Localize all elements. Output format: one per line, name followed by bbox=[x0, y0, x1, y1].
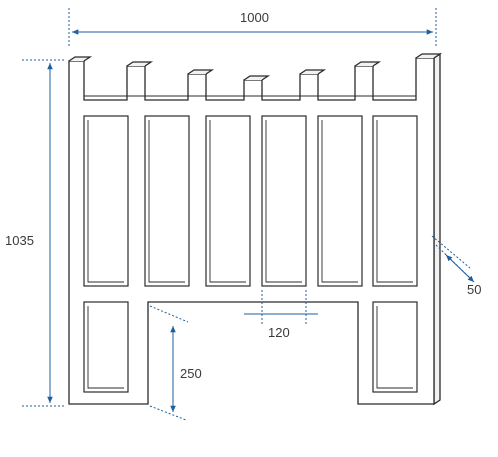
depth-label: 50 bbox=[467, 282, 482, 297]
upper-panel-4 bbox=[261, 115, 307, 287]
upper-panel-1 bbox=[83, 115, 129, 287]
upper-panel-2 bbox=[144, 115, 190, 287]
lower-panel-bevels bbox=[87, 306, 413, 389]
upper-panels bbox=[83, 115, 418, 287]
tooth-depth-5 bbox=[299, 69, 327, 75]
tooth-depth-2 bbox=[126, 61, 154, 67]
bar-width-label: 120 bbox=[268, 325, 290, 340]
lower-panel-right bbox=[372, 301, 418, 393]
dimension-lines bbox=[22, 8, 475, 421]
panel-depth-face bbox=[433, 52, 441, 406]
gap-extension-bottom bbox=[149, 405, 187, 421]
depth-dimension-line bbox=[445, 254, 475, 283]
upper-panel-5 bbox=[317, 115, 363, 287]
lower-panel-left bbox=[83, 301, 129, 393]
tooth-depth-6 bbox=[354, 61, 382, 67]
tooth-depth-4 bbox=[243, 75, 271, 81]
upper-panel-3 bbox=[205, 115, 251, 287]
gap-extension-top bbox=[149, 305, 189, 323]
tooth-depth-7 bbox=[415, 53, 443, 59]
height-label: 1035 bbox=[5, 233, 34, 248]
upper-panel-bevels bbox=[87, 120, 413, 283]
upper-panel-6 bbox=[372, 115, 418, 287]
lower-panels bbox=[83, 301, 418, 393]
width-label: 1000 bbox=[240, 10, 269, 25]
tooth-depth-3 bbox=[187, 69, 215, 75]
tooth-depth-1 bbox=[68, 56, 93, 62]
post-gap-label: 250 bbox=[180, 366, 202, 381]
